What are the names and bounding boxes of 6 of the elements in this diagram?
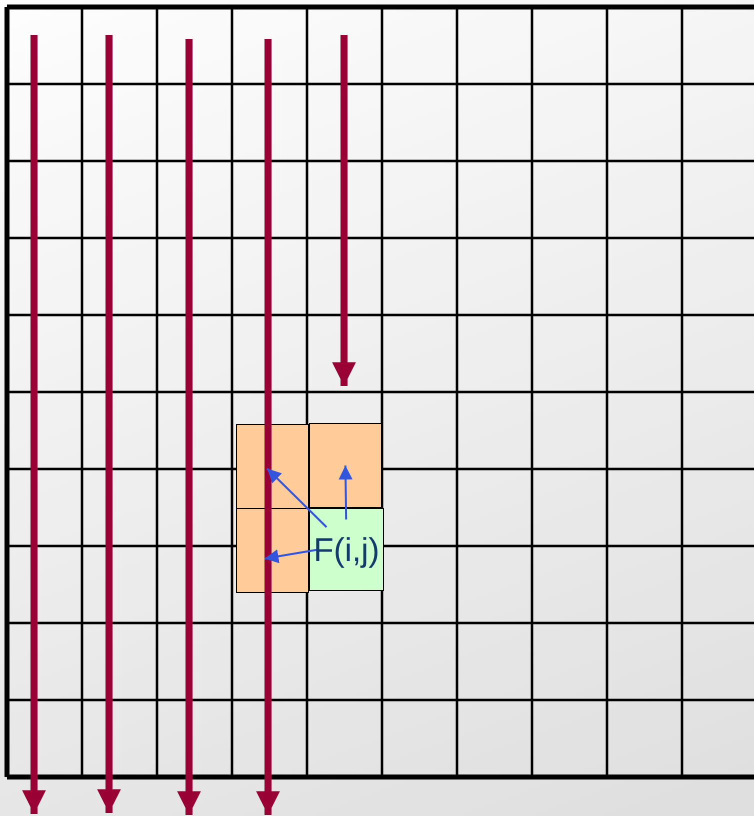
arrow [266, 468, 328, 528]
cell-label: F(i,j) [314, 530, 380, 568]
grid-cell [309, 423, 382, 508]
grid-cell [309, 508, 384, 591]
arrow [338, 465, 353, 520]
arrow [264, 548, 317, 564]
